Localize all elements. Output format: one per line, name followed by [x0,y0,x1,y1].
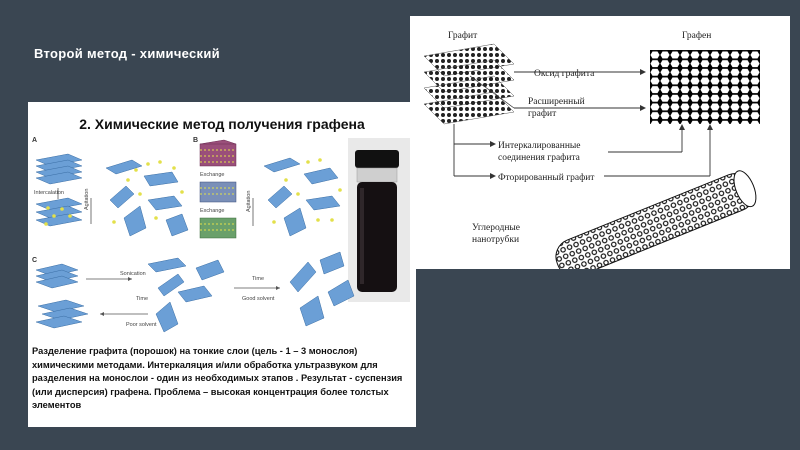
label-good-solvent: Good solvent [242,296,275,302]
label-agitation-a: Agitation [84,189,90,210]
label-graphite: Графит [448,30,478,41]
label-expanded-1: Расширенный [528,96,585,107]
exfoliated-sheets-a [105,159,189,237]
label-intercalation: Intercalation [34,190,64,196]
panel-heading: 2. Химические метод получения графена [79,116,365,132]
exfoliated-sheets-b [263,157,342,237]
graphene-dispersion-vial [348,138,410,302]
panel-label-a: A [32,137,37,144]
label-poor-solvent: Poor solvent [126,322,157,328]
label-exchange-1: Exchange [200,172,224,178]
graphite-to-graphene-panel: Графит Графен Оксид графита Расширенный … [410,16,790,278]
label-sonication: Sonication [120,271,146,277]
label-exchange-2: Exchange [200,208,224,214]
label-nanotubes-1: Углеродные [472,223,520,233]
panel-label-c: C [32,257,37,264]
panel-caption: Разделение графита (порошок) на тонкие с… [32,346,403,411]
chemical-method-panel: 2. Химические метод получения графена A … [28,102,416,427]
graphite-stack-c [35,263,79,289]
intercalated-stack-a [35,197,83,227]
exchanged-stack-b2 [199,217,237,239]
label-graphite-oxide: Оксид графита [534,68,595,79]
graphite-derivatives-diagram: Графит Графен Оксид графита Расширенный … [423,30,760,278]
label-graphene: Графен [682,30,711,41]
dispersed-sheets-c2 [289,251,355,327]
label-time-1: Time [136,296,148,302]
graphite-layers [423,43,515,125]
slide-title: Второй метод - химический [34,46,220,61]
dispersed-sheets-c1 [147,257,225,333]
label-fluorinated: Фторированный графит [498,172,595,183]
label-agitation-b: Agitation [246,191,252,212]
label-time-2: Time [252,276,264,282]
exfoliation-diagram: A B C Intercalation Agitation [32,137,410,333]
panel-label-b: B [193,137,198,144]
graphite-stack-b [199,139,237,167]
exchanged-stack-b1 [199,181,237,203]
label-intercalated-2: соединения графита [498,152,581,163]
restacked-sheets-c [35,299,89,329]
label-intercalated-1: Интеркалированные [498,141,581,151]
graphene-sheet [650,50,760,124]
carbon-nanotube [555,170,757,278]
label-nanotubes-2: нанотрубки [472,234,519,245]
graphite-stack-a [35,153,83,185]
label-expanded-2: графит [528,108,557,119]
